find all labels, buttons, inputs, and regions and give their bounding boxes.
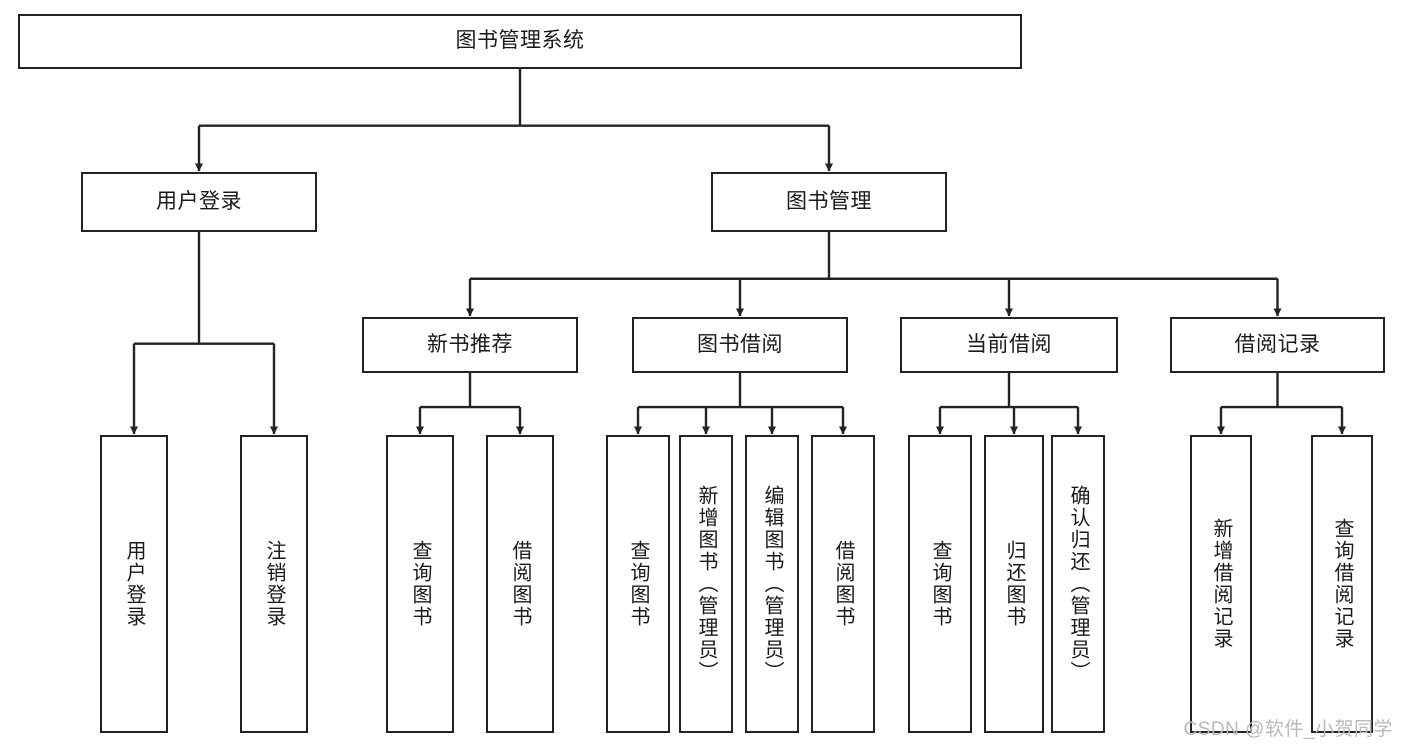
node-label-leaf-query-book-cur: 查询图书 [929,540,951,628]
node-label-root: 图书管理系统 [455,29,585,53]
node-leaf-add-record[interactable]: 新增借阅记录 [1190,435,1252,733]
node-label-leaf-query-book-borrow: 查询图书 [627,540,649,628]
node-new-book-rec[interactable]: 新书推荐 [362,317,578,373]
node-label-leaf-query-book-rec: 查询图书 [409,540,431,628]
node-label-leaf-borrow-book: 借阅图书 [832,540,854,628]
node-leaf-borrow-book[interactable]: 借阅图书 [811,435,875,733]
node-leaf-query-record[interactable]: 查询借阅记录 [1311,435,1373,733]
node-label-leaf-add-book: 新增图书（管理员） [695,485,717,683]
node-label-book-borrow: 图书借阅 [697,332,783,356]
node-label-leaf-add-record: 新增借阅记录 [1210,518,1232,650]
node-label-leaf-edit-book: 编辑图书（管理员） [761,485,783,683]
node-leaf-edit-book[interactable]: 编辑图书（管理员） [745,435,799,733]
node-leaf-add-book[interactable]: 新增图书（管理员） [679,435,733,733]
node-label-borrow-record: 借阅记录 [1234,332,1321,356]
node-label-new-book-rec: 新书推荐 [427,332,513,356]
node-leaf-confirm-return[interactable]: 确认归还（管理员） [1051,435,1105,733]
node-root[interactable]: 图书管理系统 [18,14,1022,69]
node-book-borrow[interactable]: 图书借阅 [632,317,848,373]
node-leaf-query-book-borrow[interactable]: 查询图书 [606,435,670,733]
node-leaf-query-book-rec[interactable]: 查询图书 [386,435,454,733]
node-label-leaf-confirm-return: 确认归还（管理员） [1067,485,1089,683]
node-book-manage[interactable]: 图书管理 [711,172,947,232]
node-label-leaf-logout: 注销登录 [263,540,285,628]
node-user-login[interactable]: 用户登录 [81,172,317,232]
node-label-leaf-return-book: 归还图书 [1003,540,1025,628]
node-label-leaf-user-login: 用户登录 [123,540,145,628]
node-leaf-borrow-book-rec[interactable]: 借阅图书 [486,435,554,733]
node-leaf-return-book[interactable]: 归还图书 [984,435,1044,733]
node-leaf-user-login[interactable]: 用户登录 [100,435,168,733]
node-label-current-borrow: 当前借阅 [966,332,1052,356]
node-label-book-manage: 图书管理 [786,189,872,213]
node-label-user-login: 用户登录 [156,189,242,213]
node-label-leaf-borrow-book-rec: 借阅图书 [509,540,531,628]
node-leaf-logout[interactable]: 注销登录 [240,435,308,733]
node-current-borrow[interactable]: 当前借阅 [900,317,1118,373]
node-borrow-record[interactable]: 借阅记录 [1170,317,1385,373]
node-leaf-query-book-cur[interactable]: 查询图书 [908,435,972,733]
node-label-leaf-query-record: 查询借阅记录 [1331,518,1353,650]
